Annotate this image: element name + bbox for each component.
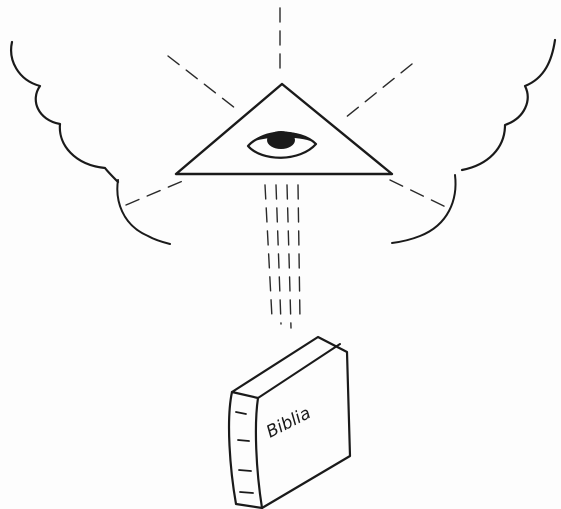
beam-4 xyxy=(298,185,300,320)
beam-3 xyxy=(287,185,291,328)
cloud-left-lower xyxy=(117,180,170,244)
beam-1 xyxy=(265,185,272,318)
beam-2 xyxy=(276,185,281,324)
book-title: Biblia xyxy=(263,403,314,442)
ray-bottom-right xyxy=(390,180,448,208)
eye-icon xyxy=(248,131,316,158)
ray-bottom-left xyxy=(126,180,185,205)
triangle xyxy=(176,84,392,174)
ray-top-right xyxy=(345,64,412,118)
cloud-right xyxy=(462,40,555,170)
ray-top-left xyxy=(168,56,235,108)
book-icon: Biblia xyxy=(229,337,350,508)
cloud-left xyxy=(11,42,118,182)
